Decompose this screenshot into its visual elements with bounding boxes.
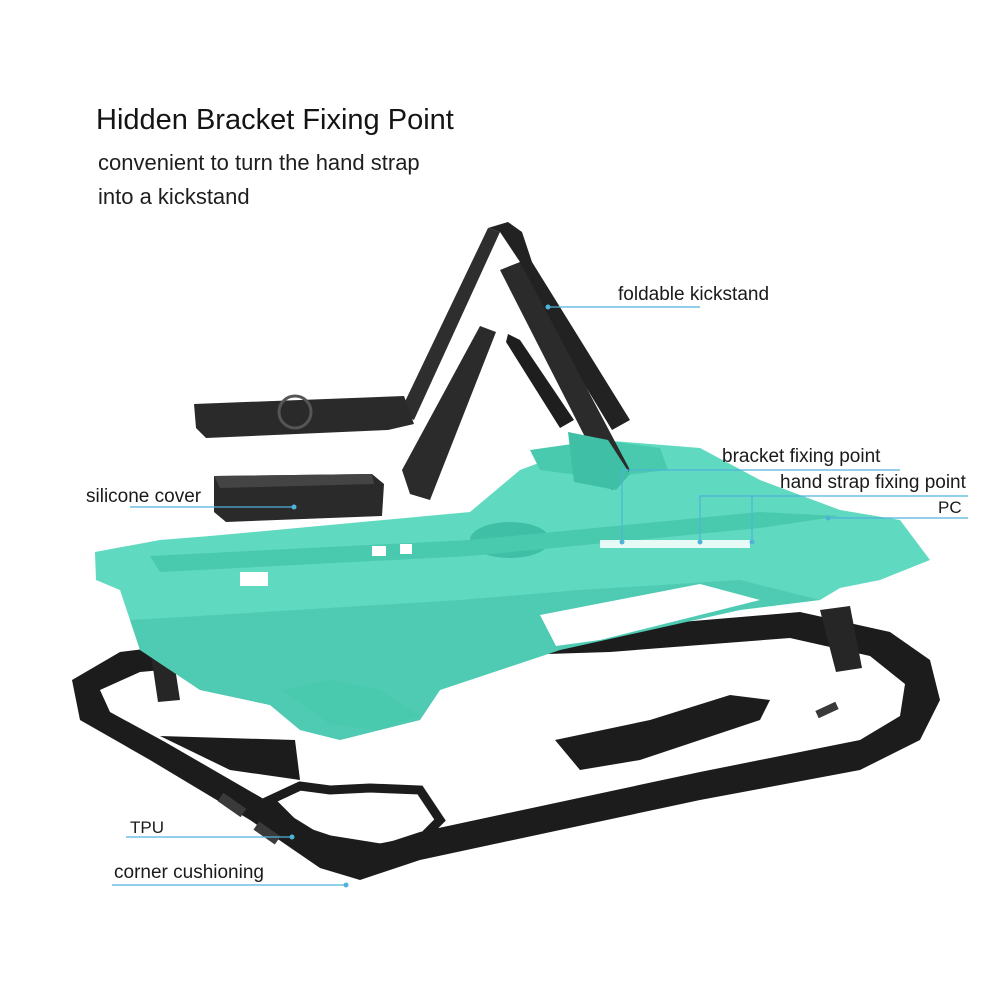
- pc-window-cutout: [540, 584, 760, 646]
- pc-slot: [240, 572, 268, 586]
- leader-hand-strap-fixing-point: [699, 495, 968, 542]
- callout-tpu: TPU: [130, 818, 164, 837]
- subtitle-line-1: convenient to turn the hand strap: [98, 150, 420, 175]
- callout-bracket-fixing-point: bracket fixing point: [722, 446, 881, 467]
- callout-silicone-cover: silicone cover: [86, 486, 202, 507]
- subtitle-line-2: into a kickstand: [98, 184, 250, 209]
- callout-foldable-kickstand: foldable kickstand: [618, 284, 770, 305]
- pc-slot: [372, 546, 386, 556]
- tpu-inner-block-right: [555, 695, 770, 770]
- hand-strap-bar: [402, 326, 574, 500]
- tpu-side-slot: [253, 821, 281, 845]
- pc-slot: [600, 540, 750, 548]
- tpu-side-slot: [217, 792, 247, 818]
- leader-lines: [112, 306, 968, 886]
- headline: Hidden Bracket Fixing Point: [96, 104, 454, 136]
- foldable-kickstand: [194, 222, 630, 490]
- leader-bracket-fixing-point: [621, 469, 900, 542]
- pc-center-strip: [150, 512, 840, 572]
- tpu-corner-hook: [262, 781, 446, 853]
- kickstand-hinge-emblem: [277, 394, 313, 430]
- pc-corner-pocket: [282, 680, 420, 730]
- tpu-inner-block-left: [160, 736, 300, 780]
- tpu-corner-post-right: [820, 606, 862, 672]
- callout-corner-cushioning: corner cushioning: [114, 862, 264, 883]
- leader-dots: [289, 304, 831, 888]
- callout-hand-strap-fixing-point: hand strap fixing point: [780, 472, 966, 493]
- callout-pc: PC: [938, 498, 962, 517]
- pc-slot: [400, 544, 412, 554]
- pc-shell: [95, 440, 930, 740]
- tpu-side-slot: [815, 701, 839, 719]
- silicone-cover: [214, 474, 384, 522]
